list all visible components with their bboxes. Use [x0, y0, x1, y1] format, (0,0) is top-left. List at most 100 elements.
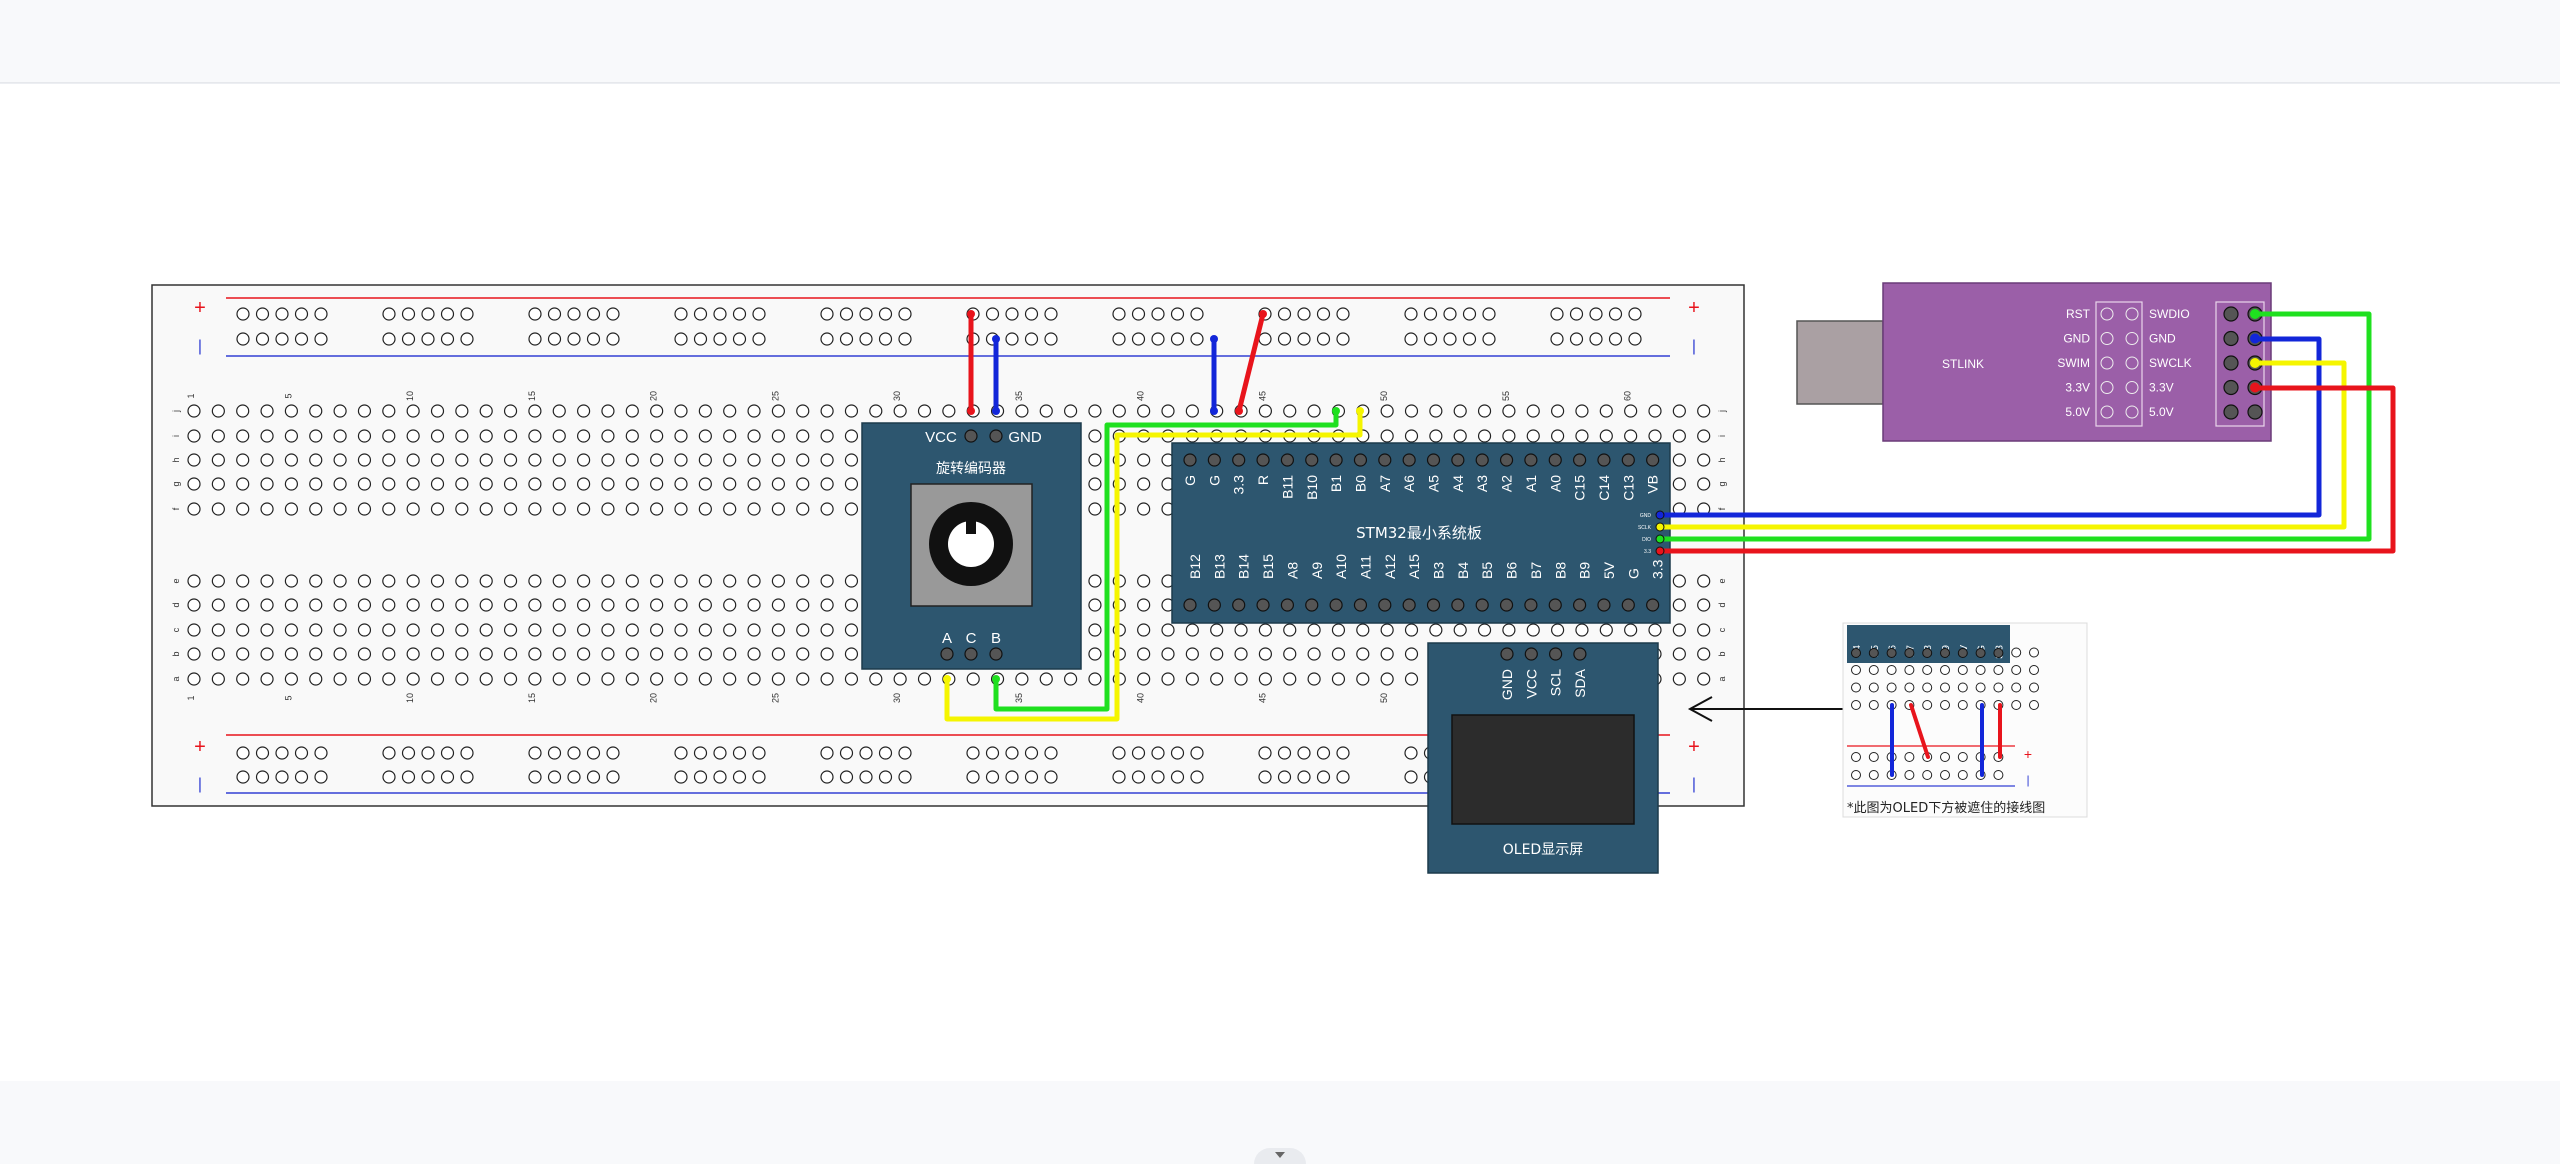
breadboard-hole[interactable]	[236, 647, 250, 661]
breadboard-hole[interactable]	[1137, 574, 1151, 588]
breadboard-hole[interactable]	[917, 672, 932, 686]
breadboard-hole[interactable]	[406, 477, 420, 491]
breadboard-hole[interactable]	[650, 672, 664, 686]
stm32-pin[interactable]	[1378, 453, 1392, 467]
stm32-debug-pin[interactable]	[1655, 546, 1665, 556]
breadboard-hole[interactable]	[455, 404, 469, 418]
breadboard-hole[interactable]	[357, 672, 372, 686]
breadboard-hole[interactable]	[260, 598, 274, 612]
breadboard-hole[interactable]	[455, 598, 469, 612]
rail-hole[interactable]	[401, 332, 416, 346]
stlink-pin[interactable]	[2100, 356, 2114, 370]
rail-hole[interactable]	[528, 307, 542, 321]
breadboard-hole[interactable]	[1234, 672, 1248, 686]
breadboard-hole[interactable]	[1672, 477, 1686, 491]
breadboard-hole[interactable]	[1380, 647, 1394, 661]
breadboard-hole[interactable]	[1648, 429, 1662, 443]
stm32-pin[interactable]	[1524, 453, 1538, 467]
stm32-pin[interactable]	[1572, 453, 1587, 467]
rail-hole[interactable]	[382, 332, 396, 346]
breadboard-hole[interactable]	[236, 404, 250, 418]
rail-hole[interactable]	[1316, 746, 1331, 760]
breadboard-hole[interactable]	[1307, 623, 1321, 637]
breadboard-hole[interactable]	[771, 477, 786, 491]
stlink-header-pin[interactable]	[2223, 404, 2239, 420]
rail-hole[interactable]	[1190, 332, 1204, 346]
stm32-pin[interactable]	[1353, 453, 1368, 467]
breadboard-hole[interactable]	[723, 672, 737, 686]
stlink-pin[interactable]	[2125, 405, 2139, 419]
breadboard-hole[interactable]	[1404, 647, 1419, 661]
breadboard-hole[interactable]	[723, 429, 737, 443]
breadboard-hole[interactable]	[552, 477, 566, 491]
rail-hole[interactable]	[606, 332, 620, 346]
breadboard-hole[interactable]	[1624, 623, 1638, 637]
breadboard-hole[interactable]	[211, 672, 225, 686]
breadboard-hole[interactable]	[1697, 453, 1711, 467]
rail-hole[interactable]	[859, 746, 873, 760]
breadboard-hole[interactable]	[869, 404, 883, 418]
stm32-pin[interactable]	[1451, 453, 1465, 467]
breadboard-hole[interactable]	[1575, 429, 1589, 443]
rail-hole[interactable]	[713, 746, 727, 760]
breadboard-hole[interactable]	[796, 647, 810, 661]
rail-hole[interactable]	[586, 332, 601, 346]
breadboard-hole[interactable]	[187, 477, 201, 491]
breadboard-hole[interactable]	[1331, 623, 1346, 637]
stlink-pin[interactable]	[2100, 405, 2114, 419]
stm32-pin[interactable]	[1256, 598, 1270, 612]
rail-hole[interactable]	[859, 332, 873, 346]
stm32-pin[interactable]	[1402, 598, 1416, 612]
rail-hole[interactable]	[586, 770, 601, 784]
breadboard-hole[interactable]	[576, 647, 591, 661]
breadboard-hole[interactable]	[309, 672, 323, 686]
stm32-pin[interactable]	[1256, 453, 1270, 467]
stlink-pin[interactable]	[2125, 332, 2139, 345]
rail-hole[interactable]	[878, 332, 893, 346]
breadboard-hole[interactable]	[650, 574, 664, 588]
breadboard-hole[interactable]	[503, 647, 518, 661]
breadboard-hole[interactable]	[1672, 598, 1686, 612]
rail-hole[interactable]	[1550, 332, 1564, 346]
breadboard-hole[interactable]	[503, 672, 518, 686]
rail-hole[interactable]	[1170, 307, 1185, 321]
breadboard-hole[interactable]	[236, 672, 250, 686]
rail-hole[interactable]	[606, 770, 620, 784]
rail-hole[interactable]	[820, 307, 834, 321]
breadboard-hole[interactable]	[844, 404, 859, 418]
breadboard-hole[interactable]	[1672, 623, 1686, 637]
breadboard-hole[interactable]	[382, 623, 396, 637]
rail-hole[interactable]	[460, 332, 474, 346]
breadboard-hole[interactable]	[1307, 672, 1321, 686]
rail-hole[interactable]	[1151, 770, 1165, 784]
breadboard-hole[interactable]	[333, 404, 347, 418]
rail-hole[interactable]	[528, 332, 542, 346]
breadboard-hole[interactable]	[576, 429, 591, 443]
rail-hole[interactable]	[1170, 332, 1185, 346]
rail-hole[interactable]	[693, 332, 708, 346]
breadboard-hole[interactable]	[1039, 404, 1053, 418]
breadboard-hole[interactable]	[430, 404, 445, 418]
rail-hole[interactable]	[1404, 332, 1418, 346]
breadboard-hole[interactable]	[528, 429, 542, 443]
breadboard-hole[interactable]	[382, 672, 396, 686]
breadboard-hole[interactable]	[1404, 404, 1419, 418]
breadboard-hole[interactable]	[1088, 574, 1102, 588]
rail-hole[interactable]	[1569, 307, 1584, 321]
breadboard-hole[interactable]	[1039, 672, 1053, 686]
breadboard-hole[interactable]	[1672, 453, 1686, 467]
rail-hole[interactable]	[985, 746, 1000, 760]
breadboard-hole[interactable]	[187, 453, 201, 467]
breadboard-hole[interactable]	[284, 647, 298, 661]
breadboard-hole[interactable]	[455, 623, 469, 637]
rail-hole[interactable]	[732, 770, 747, 784]
rail-hole[interactable]	[440, 746, 455, 760]
breadboard-hole[interactable]	[1088, 623, 1102, 637]
breadboard-hole[interactable]	[698, 502, 712, 516]
rail-hole[interactable]	[1336, 332, 1350, 346]
breadboard-hole[interactable]	[796, 574, 810, 588]
breadboard-hole[interactable]	[698, 647, 712, 661]
rail-hole[interactable]	[547, 307, 562, 321]
breadboard-hole[interactable]	[650, 477, 664, 491]
breadboard-hole[interactable]	[844, 623, 859, 637]
